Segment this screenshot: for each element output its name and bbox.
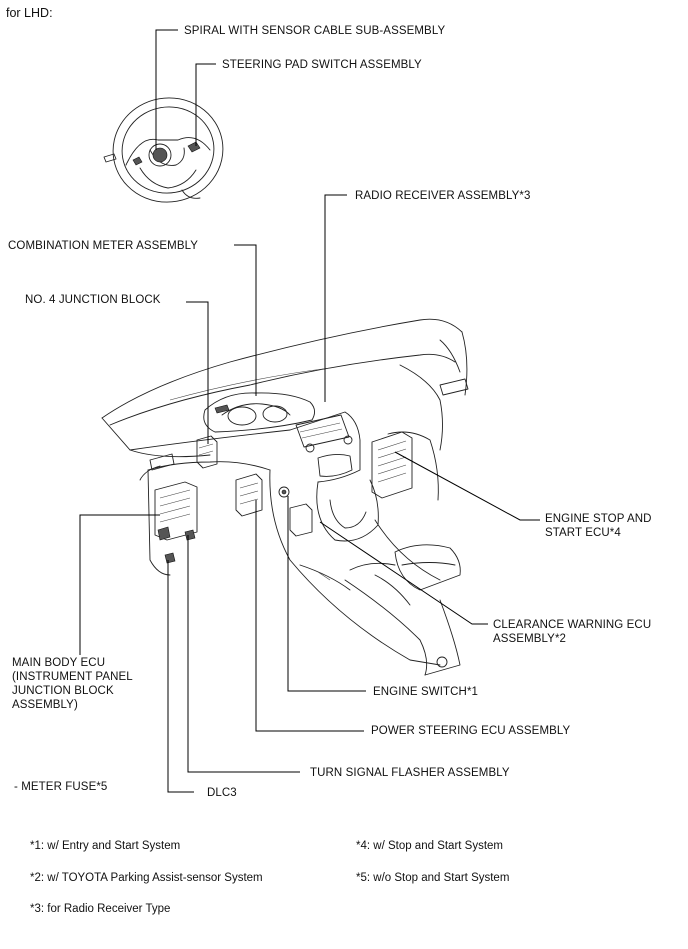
footnote-2: *2: w/ TOYOTA Parking Assist-sensor Syst… [30, 872, 263, 884]
diagram-title: for LHD: [6, 6, 53, 20]
label-spiral-cable: SPIRAL WITH SENSOR CABLE SUB-ASSEMBLY [184, 25, 446, 37]
label-combination-meter: COMBINATION METER ASSEMBLY [8, 240, 199, 252]
label-no4-junction-block: NO. 4 JUNCTION BLOCK [25, 294, 161, 306]
footnote-3: *3: for Radio Receiver Type [30, 903, 171, 915]
footnote-5: *5: w/o Stop and Start System [356, 872, 510, 884]
label-meter-fuse: - METER FUSE*5 [14, 781, 108, 793]
instrument-panel-illustration [101, 318, 469, 676]
label-radio-receiver: RADIO RECEIVER ASSEMBLY*3 [355, 190, 531, 202]
leader-lines [79, 29, 540, 793]
steering-wheel-illustration [103, 97, 224, 203]
label-power-steering-ecu: POWER STEERING ECU ASSEMBLY [371, 725, 571, 737]
label-clearance-warning-ecu: CLEARANCE WARNING ECU ASSEMBLY*2 [493, 619, 652, 645]
label-engine-switch: ENGINE SWITCH*1 [373, 686, 479, 698]
label-steering-pad-switch: STEERING PAD SWITCH ASSEMBLY [222, 59, 422, 71]
label-engine-stop-start-ecu: ENGINE STOP AND START ECU*4 [545, 513, 652, 539]
label-main-body-ecu: MAIN BODY ECU (INSTRUMENT PANEL JUNCTION… [12, 657, 133, 711]
label-turn-signal-flasher: TURN SIGNAL FLASHER ASSEMBLY [310, 767, 510, 779]
label-dlc3: DLC3 [207, 787, 237, 799]
footnote-1: *1: w/ Entry and Start System [30, 840, 181, 852]
footnote-4: *4: w/ Stop and Start System [356, 840, 504, 852]
